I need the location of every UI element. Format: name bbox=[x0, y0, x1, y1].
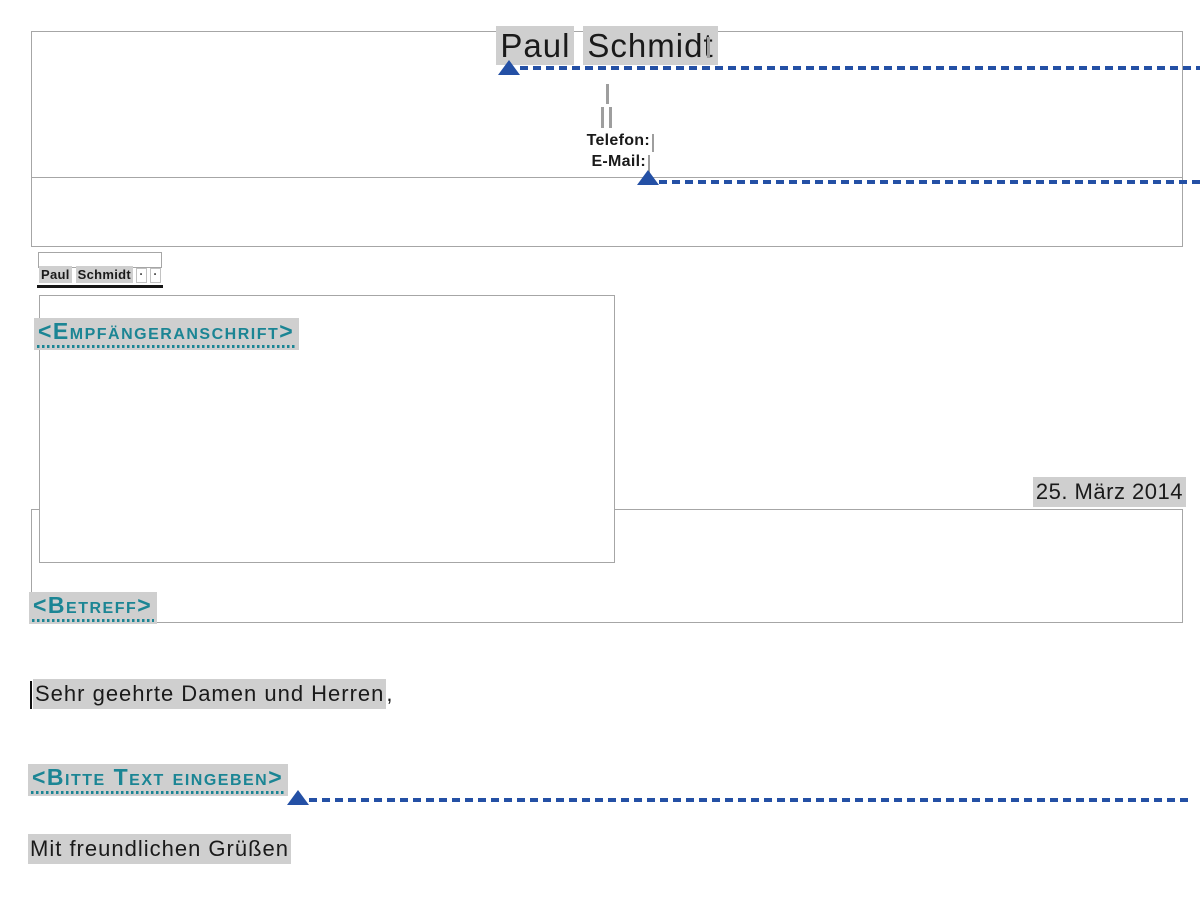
body-text-placeholder[interactable]: <Bitte Text eingeben> bbox=[28, 764, 289, 797]
return-sender-last[interactable]: Schmidt bbox=[75, 266, 134, 283]
salutation-comma: , bbox=[386, 681, 394, 706]
paragraph-mark bbox=[601, 107, 604, 128]
tab-anchor-triangle-icon bbox=[287, 790, 309, 805]
subject-placeholder[interactable]: <Betreff> bbox=[29, 592, 158, 625]
sender-name-last[interactable]: Schmidt bbox=[583, 26, 718, 65]
body-dashed-fill-line bbox=[309, 798, 1193, 802]
text-cursor bbox=[30, 681, 32, 709]
email-label: E-Mail: bbox=[591, 153, 646, 170]
letterhead-divider-line bbox=[31, 177, 1182, 178]
field-mark bbox=[652, 134, 654, 152]
closing-line: Mit freundlichen Grüßen bbox=[28, 834, 291, 864]
field-mark bbox=[648, 155, 650, 173]
salutation-text[interactable]: Sehr geehrte Damen und Herren bbox=[33, 679, 387, 709]
paragraph-mark bbox=[606, 84, 609, 104]
return-address-underline bbox=[37, 285, 163, 288]
header-dashed-fill-line bbox=[520, 66, 1200, 70]
header-dashed-fill-line bbox=[659, 180, 1200, 184]
date-field[interactable]: 25. März 2014 bbox=[1032, 477, 1186, 507]
space-mark: · bbox=[150, 268, 162, 284]
return-sender-first[interactable]: Paul bbox=[39, 266, 72, 283]
paragraph-mark bbox=[609, 107, 612, 128]
phone-label: Telefon: bbox=[586, 132, 650, 149]
tab-anchor-triangle-icon bbox=[637, 170, 659, 185]
closing-text[interactable]: Mit freundlichen Grüßen bbox=[28, 834, 291, 864]
tab-anchor-triangle-icon bbox=[498, 60, 520, 75]
space-mark: · bbox=[136, 268, 148, 284]
paragraph-mark bbox=[707, 37, 710, 58]
salutation-line: Sehr geehrte Damen und Herren, bbox=[33, 679, 394, 709]
recipient-address-placeholder[interactable]: <Empfängeranschrift> bbox=[34, 318, 300, 351]
sender-name-first[interactable]: Paul bbox=[496, 26, 575, 65]
